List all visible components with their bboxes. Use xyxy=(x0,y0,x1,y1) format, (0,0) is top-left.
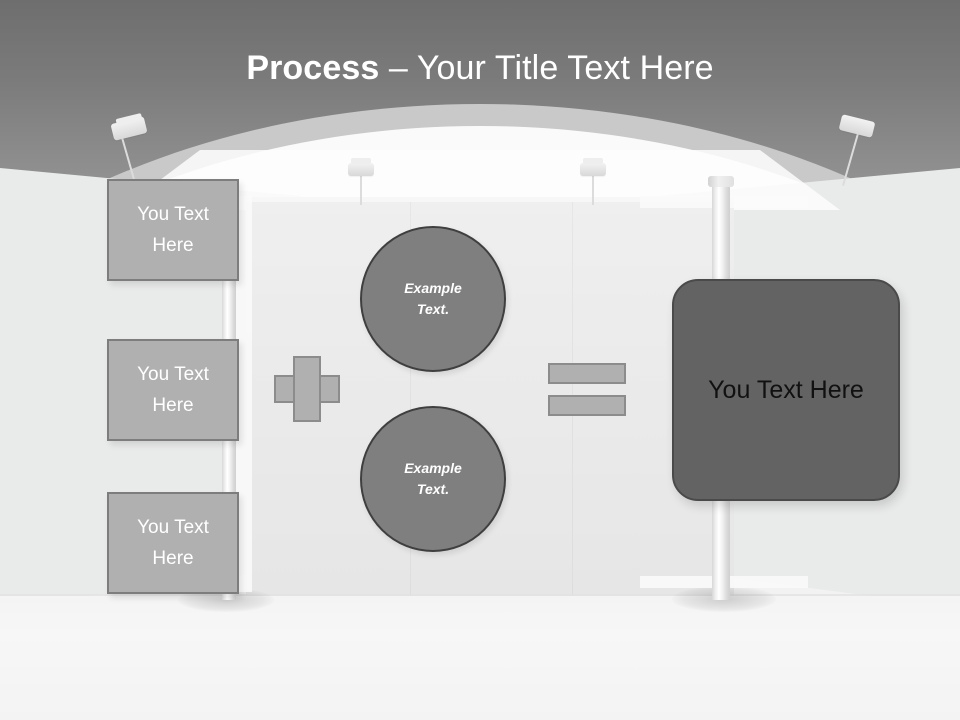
spotlight-center-right-head xyxy=(580,163,606,176)
pole-right-wing-top-r xyxy=(728,196,808,208)
input-box-1[interactable]: You Text Here xyxy=(107,179,239,281)
spotlight-center-right-head-top xyxy=(583,158,603,164)
input-box-2-line2: Here xyxy=(152,395,194,416)
spotlight-center-left-head xyxy=(348,163,374,176)
input-box-1-line1: You Text xyxy=(137,204,209,225)
floor-back-edge xyxy=(0,594,960,597)
input-box-2-line1: You Text xyxy=(137,364,209,385)
pole-right-wing-top-l xyxy=(640,196,716,208)
equals-top-bar xyxy=(548,363,626,384)
process-circle-2-line1: Example xyxy=(404,460,462,476)
equals-bottom-bar xyxy=(548,395,626,416)
result-box-label: You Text Here xyxy=(708,375,864,404)
process-circle-1[interactable]: Example Text. xyxy=(360,226,506,372)
plus-center-fill xyxy=(295,377,319,401)
process-circle-1-line1: Example xyxy=(404,280,462,296)
back-wall-top-edge xyxy=(246,197,734,202)
pole-left-wing xyxy=(236,196,252,592)
floor-plane xyxy=(0,596,960,720)
input-box-2[interactable]: You Text Here xyxy=(107,339,239,441)
input-box-1-line2: Here xyxy=(152,235,194,256)
spotlight-center-left-head-top xyxy=(351,158,371,164)
pole-right-cap xyxy=(708,176,734,187)
input-box-3-line1: You Text xyxy=(137,517,209,538)
equals-operator-icon xyxy=(548,363,626,416)
input-box-3-line2: Here xyxy=(152,548,194,569)
process-circle-2[interactable]: Example Text. xyxy=(360,406,506,552)
page-title-rest: – Your Title Text Here xyxy=(379,49,714,87)
page-title-strong: Process xyxy=(246,49,380,87)
spotlight-center-right-stem xyxy=(592,175,594,205)
spotlight-center-left-stem xyxy=(360,175,362,205)
plus-operator-icon xyxy=(274,356,340,422)
pole-right-wing-bot-r xyxy=(728,576,808,588)
result-box[interactable]: You Text Here xyxy=(672,279,900,501)
process-circle-2-line2: Text. xyxy=(416,481,450,497)
page-title: Process – Your Title Text Here xyxy=(0,46,960,90)
process-circle-1-line2: Text. xyxy=(416,301,450,317)
pole-right-wing-bot-l xyxy=(640,576,716,588)
input-box-3[interactable]: You Text Here xyxy=(107,492,239,594)
